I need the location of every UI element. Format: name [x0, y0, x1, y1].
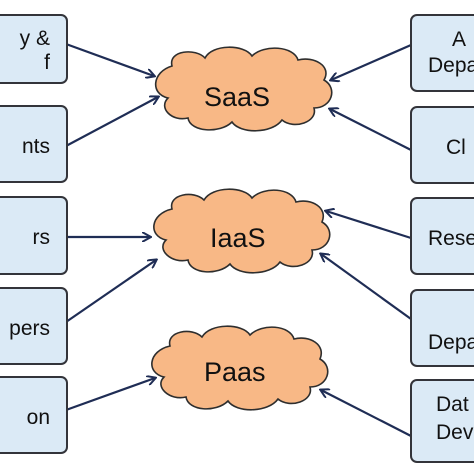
- left-box-3-line1: rs: [32, 226, 51, 249]
- arrow-right3-iaas: [326, 211, 412, 240]
- right-box-4: Depa: [410, 289, 474, 367]
- iaas-cloud: [153, 188, 331, 274]
- arrow-right1-saas: [331, 43, 412, 80]
- left-box-1-line2: f: [44, 51, 50, 74]
- left-box-5-line1: on: [26, 406, 50, 429]
- arrow-right2-saas: [330, 109, 412, 151]
- arrow-left5-paas: [65, 378, 155, 412]
- right-box-5-line2: Dev: [436, 421, 474, 444]
- saas-label: SaaS: [204, 82, 271, 112]
- right-box-2: Cl: [410, 106, 474, 184]
- arrow-right4-iaas: [321, 254, 412, 320]
- left-box-1: y & f: [0, 14, 68, 84]
- left-box-5: on: [0, 376, 68, 454]
- paas-cloud: [151, 325, 329, 411]
- saas-cloud: [154, 46, 333, 132]
- right-box-1: A Depa: [410, 14, 474, 92]
- left-box-3: rs: [0, 196, 68, 275]
- right-box-1-line2: Depa: [428, 54, 474, 77]
- right-box-4-line2: Depa: [428, 331, 474, 354]
- left-box-2-line1: nts: [21, 135, 50, 158]
- arrow-right5-paas: [321, 390, 412, 437]
- right-box-3: Rese: [410, 197, 474, 275]
- right-box-2-line1: Cl: [446, 136, 466, 159]
- right-box-5-line1: Dat: [436, 393, 469, 416]
- right-box-5: Dat Dev: [410, 379, 474, 463]
- left-box-4: pers: [0, 287, 68, 365]
- left-box-4-line1: pers: [9, 317, 50, 340]
- right-box-3-line1: Rese: [428, 227, 474, 250]
- left-box-1-line1: y &: [19, 27, 50, 50]
- iaas-label: IaaS: [210, 223, 266, 253]
- paas-label: Paas: [204, 357, 266, 387]
- arrow-left1-saas: [65, 42, 154, 76]
- arrow-left2-saas: [65, 97, 158, 147]
- right-box-1-line1: A: [452, 28, 467, 51]
- arrow-left4-iaas: [65, 260, 156, 323]
- left-box-2: nts: [0, 105, 68, 183]
